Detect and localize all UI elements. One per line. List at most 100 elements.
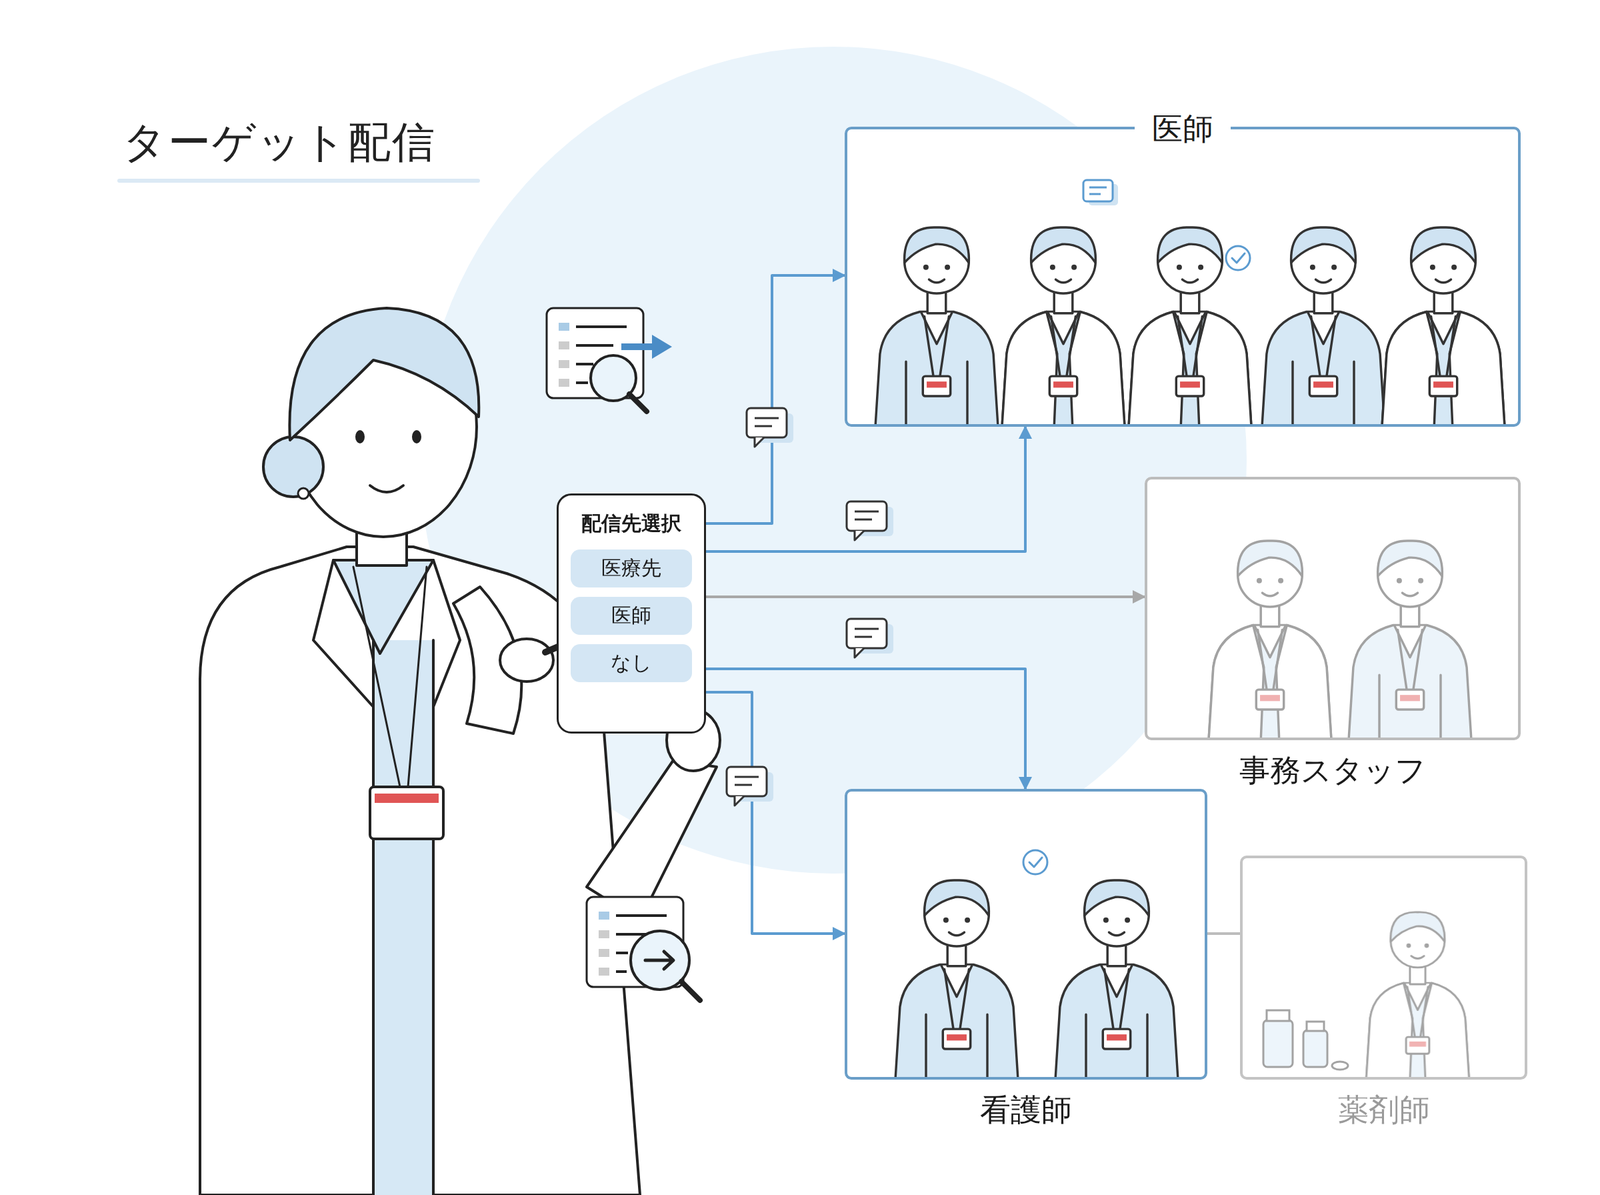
document-search-icon-part <box>681 981 700 1000</box>
chat-bubble-icon-part <box>754 437 764 447</box>
chat-bubble-icon <box>1083 180 1118 206</box>
document-search-icon-part <box>558 360 570 368</box>
presenter-figure-part <box>370 485 404 492</box>
check-mark-icon <box>1023 850 1048 874</box>
pharmacist-figure-part-part <box>1306 1021 1324 1031</box>
box-grounds-part <box>844 788 1208 1080</box>
presenter-figure <box>200 308 720 1195</box>
diagram-title: ターゲット配信 <box>122 113 436 172</box>
chat-bubble-icon-part <box>846 618 887 648</box>
document-search-icon-part <box>598 911 610 920</box>
connector-arrow <box>706 595 1145 598</box>
office-staff-figures-part <box>1208 540 1332 740</box>
document-search-icon <box>546 308 672 412</box>
check-mark-icon-part <box>1023 850 1048 874</box>
doctor-group-figures <box>875 227 1505 427</box>
presenter-figure-part <box>313 560 460 707</box>
chat-bubble-icon-part <box>854 648 864 658</box>
tablet-screen: 配信先選択医療先医師なし <box>556 493 706 734</box>
chat-bubble-icon-part <box>846 501 887 531</box>
office-staff-figures <box>1208 540 1472 740</box>
presenter-figure-part <box>412 430 422 444</box>
check-mark-icon-part <box>1029 857 1042 867</box>
chat-bubble-icon <box>846 618 894 658</box>
connector-arrow <box>706 692 845 934</box>
group-label: 薬剤師 <box>1338 1091 1430 1128</box>
nurse-figures-part <box>1055 880 1178 1080</box>
box-grounds-part <box>844 126 1521 427</box>
pharmacist-figure <box>1263 912 1470 1080</box>
option-pill: なし <box>570 644 692 682</box>
doctor-group-figures-part <box>1262 227 1385 427</box>
pharmacist-figure-part-part <box>1303 1030 1328 1067</box>
doctor-group-figures-part <box>1002 227 1125 427</box>
pharmacist-figure-part-part <box>1266 1010 1290 1021</box>
presenter-figure-part <box>355 430 365 444</box>
chat-bubble-icon-part <box>1089 187 1107 194</box>
nurse-figures-part <box>895 880 1018 1080</box>
presenter-figure-part <box>373 640 434 1195</box>
recipient-box: 事務スタッフ <box>1144 476 1521 740</box>
document-search-icon-part <box>598 930 610 938</box>
office-staff-figures-part <box>1348 540 1472 740</box>
chat-bubble-icon-part <box>1083 180 1113 202</box>
check-mark-icon-part <box>1232 253 1245 263</box>
document-search-icon-part <box>629 394 647 412</box>
title-underline <box>117 178 480 183</box>
document-search-icon-part <box>621 343 655 350</box>
recipient-box: 医師 <box>844 126 1521 427</box>
recipient-box: 看護師 <box>844 788 1208 1080</box>
chat-bubble-icon-part <box>754 418 779 426</box>
connector-arrow <box>1207 932 1240 935</box>
document-search-icon-part <box>558 322 570 331</box>
chat-bubble-icon-part <box>734 776 759 785</box>
presenter-figure-part <box>370 786 444 839</box>
chat-bubble-icon <box>726 766 774 806</box>
doctor-group-figures-part <box>875 227 998 427</box>
document-search-icon-part <box>652 334 672 359</box>
group-label: 看護師 <box>980 1091 1072 1128</box>
pharmacist-figure-part <box>1263 1010 1348 1070</box>
presenter-figure-part <box>374 793 439 803</box>
chat-bubble-icon-part <box>734 796 744 806</box>
group-label: 事務スタッフ <box>1239 752 1426 789</box>
document-search-icon-part <box>598 967 610 976</box>
presenter-figure-part <box>298 488 309 499</box>
pharmacist-figure-part <box>1366 912 1469 1080</box>
recipient-box: 薬剤師 <box>1240 855 1528 1080</box>
option-pill: 医療先 <box>570 549 692 588</box>
connector-arrow <box>706 426 1026 552</box>
presenter-figure-part <box>263 436 324 497</box>
presenter-figure-part <box>500 638 554 682</box>
tablet-heading: 配信先選択 <box>570 510 692 538</box>
check-mark-icon-part <box>1226 246 1250 270</box>
document-search-icon <box>586 896 700 1000</box>
chat-bubble-icon-part <box>854 530 864 540</box>
pharmacist-figure-part-part <box>1332 1061 1348 1070</box>
document-search-icon-part <box>558 378 570 387</box>
group-label: 医師 <box>1134 110 1231 148</box>
chat-bubble-icon-part <box>746 408 787 438</box>
presenter-figure-part <box>373 640 434 1195</box>
document-search-icon-part <box>598 948 610 957</box>
pharmacist-figure-part-part <box>1263 1020 1293 1067</box>
box-grounds <box>844 126 1528 1080</box>
presenter-figure-part <box>289 308 479 440</box>
document-search-icon-part <box>645 951 674 969</box>
presenter-figure-part <box>333 560 434 654</box>
chat-bubble-icon-part <box>854 511 879 520</box>
document-search-icon-part <box>558 341 570 350</box>
presenter-figure-part <box>353 566 427 787</box>
option-pill: 医師 <box>570 596 692 635</box>
doctor-group-figures-part <box>1128 227 1252 427</box>
connector-arrow <box>706 275 845 524</box>
chat-bubble-icon-part <box>854 628 879 637</box>
chat-bubble-icon <box>746 408 794 447</box>
chat-bubble-icon-part <box>726 766 767 796</box>
check-mark-icon <box>1226 246 1250 270</box>
box-grounds-part <box>1144 476 1521 740</box>
